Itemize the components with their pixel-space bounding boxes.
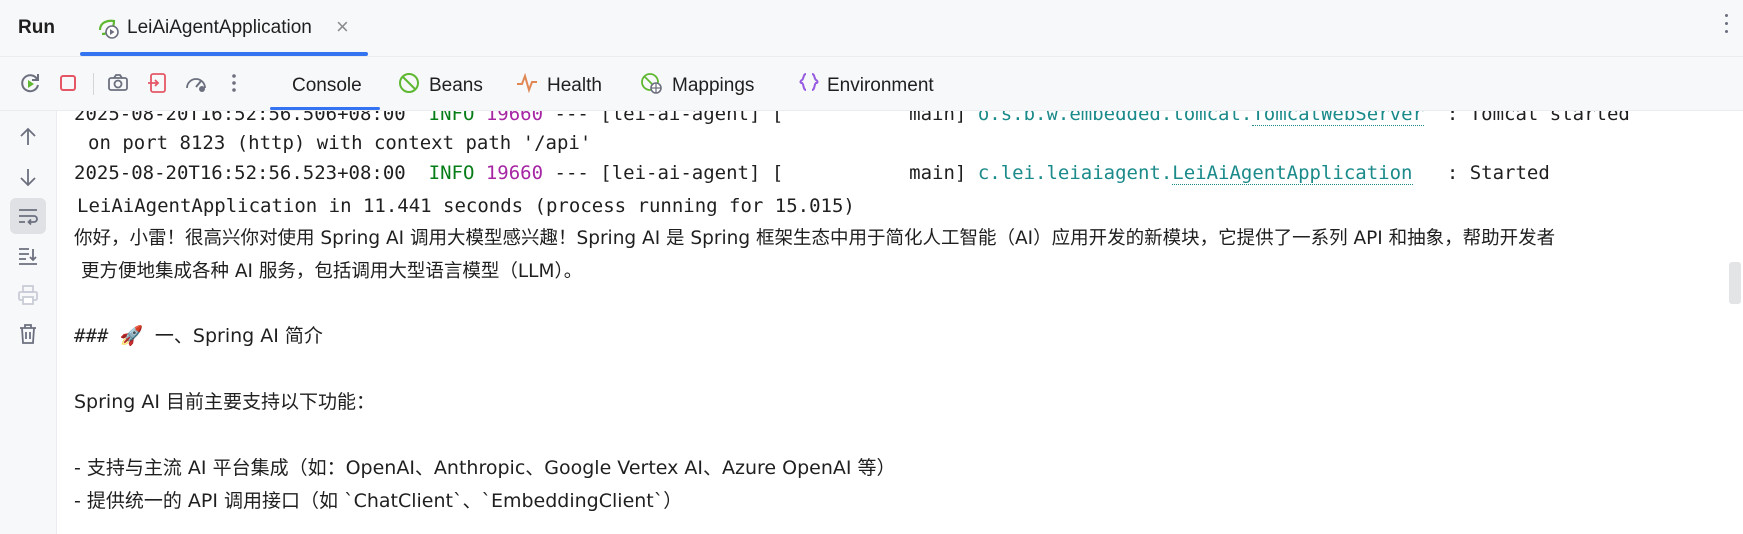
log-logger-prefix: o.s.b.w.embedded.tomcat. <box>977 111 1253 125</box>
mappings-icon <box>641 73 662 94</box>
log-pid: 19660 <box>485 162 544 184</box>
response-paragraph: Spring AI 目前主要支持以下功能： <box>74 391 375 413</box>
environment-icon <box>799 73 819 91</box>
restore-layout-icon[interactable] <box>146 71 170 95</box>
tab-environment[interactable]: Environment <box>798 57 948 110</box>
run-toolbar: Console Beans Health Mappings Environmen… <box>0 57 1743 111</box>
log-logger-link[interactable]: TomcatWebServer <box>1252 111 1424 126</box>
tab-environment-label: Environment <box>827 75 934 96</box>
camera-icon[interactable] <box>106 71 130 95</box>
toolbar-separator <box>93 73 94 95</box>
tab-console-label: Console <box>292 75 362 96</box>
response-paragraph: 你好，小雷！很高兴你对使用 Spring AI 调用大模型感兴趣！Spring … <box>74 228 1556 249</box>
log-app: [lei-ai-agent] <box>600 162 761 184</box>
log-level: INFO <box>428 111 475 125</box>
list-item: - 支持与主流 AI 平台集成（如：OpenAI、Anthropic、Googl… <box>74 457 896 479</box>
console-side-toolbar <box>0 111 57 534</box>
log-line-continuation: LeiAiAgentApplication in 11.441 seconds … <box>77 195 855 217</box>
tab-beans-label: Beans <box>429 75 483 96</box>
run-config-tab[interactable]: LeiAiAgentApplication × <box>80 0 368 56</box>
stop-icon[interactable] <box>56 71 80 95</box>
log-level: INFO <box>428 162 475 184</box>
tab-health-label: Health <box>547 75 602 96</box>
scroll-to-end-icon[interactable] <box>16 244 40 268</box>
close-icon[interactable]: × <box>336 14 349 39</box>
log-thread: [ main] <box>771 162 967 184</box>
response-paragraph-continuation: 更方便地集成各种 AI 服务，包括调用大型语言模型（LLM）。 <box>81 261 583 282</box>
trash-icon[interactable] <box>16 322 40 346</box>
soft-wrap-icon[interactable] <box>16 204 40 228</box>
arrow-down-icon[interactable] <box>16 165 40 189</box>
more-options-icon[interactable] <box>1723 14 1729 36</box>
run-toolwindow-header: Run LeiAiAgentApplication × <box>0 0 1743 57</box>
health-icon <box>517 72 537 94</box>
tab-health[interactable]: Health <box>516 57 626 110</box>
log-thread: [ main] <box>771 111 967 125</box>
arrow-up-icon[interactable] <box>16 125 40 149</box>
run-title: Run <box>18 17 55 38</box>
log-timestamp: 2025-08-20T16:52:56.523+08:00 <box>74 162 406 184</box>
active-tab-indicator <box>270 107 380 110</box>
response-heading: ### 🚀 一、Spring AI 简介 <box>74 320 323 353</box>
heading-marker: ### <box>74 325 109 347</box>
rerun-icon[interactable] <box>18 71 42 95</box>
console-output[interactable]: 2025-08-20T16:52:56.506+08:00 INFO 19660… <box>57 111 1727 534</box>
log-message: : Tomcat started <box>1446 111 1630 125</box>
beans-icon <box>399 73 419 93</box>
more-actions-icon[interactable] <box>222 71 246 95</box>
log-logger-link[interactable]: LeiAiAgentApplication <box>1172 162 1413 185</box>
tab-beans[interactable]: Beans <box>398 57 498 110</box>
log-app: [lei-ai-agent] <box>600 111 761 125</box>
run-config-tab-label: LeiAiAgentApplication <box>127 17 312 38</box>
tab-console[interactable]: Console <box>270 57 380 110</box>
log-timestamp: 2025-08-20T16:52:56.506+08:00 <box>74 111 406 125</box>
log-message: : Started <box>1446 162 1550 184</box>
console-scrollbar[interactable] <box>1727 111 1743 534</box>
rocket-icon: 🚀 <box>119 325 144 347</box>
list-item: - 提供统一的 API 调用接口（如 `ChatClient`、`Embeddi… <box>74 490 683 512</box>
log-logger-prefix: c.lei.leiaiagent. <box>977 162 1173 184</box>
heading-text: 一、Spring AI 简介 <box>154 325 323 347</box>
scrollbar-thumb[interactable] <box>1729 262 1741 304</box>
log-line-continuation: on port 8123 (http) with context path '/… <box>88 132 592 154</box>
tab-mappings[interactable]: Mappings <box>640 57 770 110</box>
log-pid: 19660 <box>485 111 544 125</box>
active-tab-indicator <box>80 52 368 56</box>
tab-mappings-label: Mappings <box>672 75 755 96</box>
log-line: 2025-08-20T16:52:56.523+08:00 INFO 19660… <box>74 157 1550 190</box>
spring-boot-run-icon <box>98 19 119 39</box>
log-line: 2025-08-20T16:52:56.506+08:00 INFO 19660… <box>74 111 1630 131</box>
log-separator: --- <box>554 162 589 184</box>
log-separator: --- <box>554 111 589 125</box>
print-icon <box>18 285 38 305</box>
profiler-icon[interactable] <box>184 71 208 95</box>
